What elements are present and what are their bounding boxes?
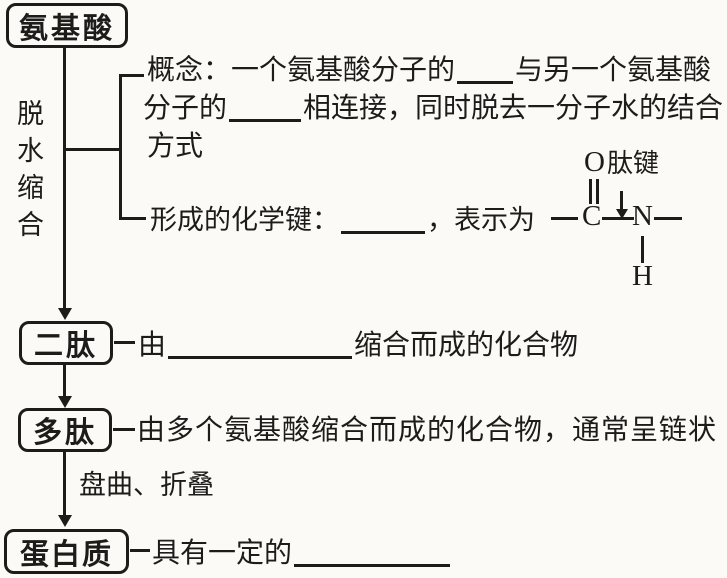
node-polypeptide: 多肽 [18,408,112,452]
process-char: 脱 [17,99,44,129]
process-char: 缩 [17,173,44,203]
connector-bracket-vertical [119,74,122,220]
fill-in-blank [168,328,353,359]
fill-in-blank [457,53,514,84]
concept-line1-suffix: 与另一个氨基酸 [515,55,712,86]
carbon-atom: C [582,200,602,232]
protein-desc-prefix: 具有一定的 [152,538,293,569]
concept-line2-suffix: 相连接，同时脱去一分子水的结合 [303,93,724,124]
hydrogen-atom: H [632,260,653,292]
process-label-dehydration-condensation: 脱 水 缩 合 [17,96,44,244]
protein-dash [130,549,150,552]
process-char: 合 [17,210,44,240]
process-char: 水 [17,136,44,166]
dipeptide-description: 由 缩合而成的化合物 [138,328,578,362]
connector-bracket-tick-top [119,74,144,77]
concept-line-2: 分子的 相连接，同时脱去一分子水的结合 [143,91,723,125]
node-protein-label: 蛋白质 [19,538,113,571]
bond-line-mid: ，表示为 [427,205,535,235]
fill-in-blank [229,91,302,122]
peptide-bond-pointer-arrowhead [616,209,628,219]
concept-line2-prefix: 分子的 [143,93,228,124]
concept-line-3: 方式 [147,131,203,163]
connector-trunk-1 [63,48,66,310]
double-bond-line-1 [589,179,592,204]
double-bond-line-2 [596,179,599,204]
dipeptide-desc-suffix: 缩合而成的化合物 [354,330,579,361]
arrowhead-to-dipeptide [58,308,72,320]
node-dipeptide-label: 二肽 [33,330,98,362]
node-amino-acid-label: 氨基酸 [18,12,115,45]
connector-bracket-tick-bottom [119,217,146,220]
bond-line: 形成的化学键： ，表示为 [150,204,535,236]
node-polypeptide-label: 多肽 [32,417,97,449]
fold-label-text: 盘曲、折叠 [79,470,214,500]
concept-line1-prefix: 概念：一个氨基酸分子的 [147,55,456,86]
arrowhead-to-protein [58,515,72,527]
node-dipeptide: 二肽 [19,321,113,365]
peptide-bond-pointer-line [620,191,623,210]
concept-line3-text: 方式 [147,131,204,162]
oxygen-atom: O [584,146,605,178]
connector-trunk-3 [63,452,66,516]
polypeptide-desc-text: 由多个氨基酸缩合而成的化合物，通常呈链状 [137,415,718,446]
concept-line-1: 概念：一个氨基酸分子的 与另一个氨基酸 [147,53,711,87]
protein-description: 具有一定的 [152,536,452,570]
arrowhead-to-polypeptide [58,396,72,408]
fill-in-blank [341,204,425,234]
connector-branch-horizontal [63,148,122,151]
bond-left-dash [551,217,578,220]
connector-trunk-2 [63,365,66,398]
node-amino-acid: 氨基酸 [6,3,128,48]
dipeptide-desc-prefix: 由 [138,330,167,361]
polypeptide-description: 由多个氨基酸缩合而成的化合物，通常呈链状 [137,415,717,447]
fill-in-blank [294,536,451,567]
bond-line-prefix: 形成的化学键： [150,205,339,235]
peptide-bond-label: 肽键 [607,149,660,178]
bond-right-dash [654,217,682,220]
bond-n-h [641,236,644,263]
polypeptide-dash [113,428,135,431]
dipeptide-dash [114,341,135,344]
fold-label: 盘曲、折叠 [79,469,214,501]
node-protein: 蛋白质 [4,529,129,574]
nitrogen-atom: N [632,200,653,232]
